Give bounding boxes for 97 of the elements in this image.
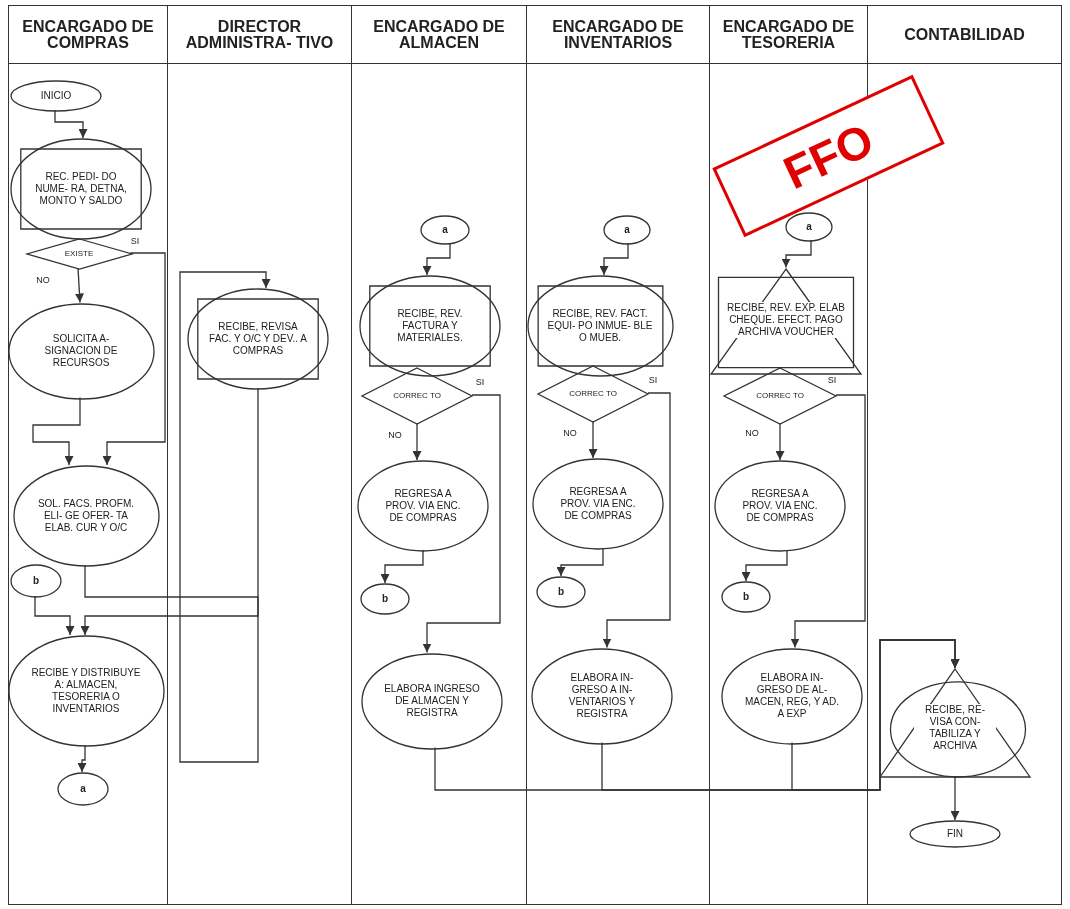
connector-arrow xyxy=(380,549,424,584)
connector-arrow xyxy=(791,639,960,791)
swimlane xyxy=(8,5,168,905)
connector-circle xyxy=(786,213,832,241)
connector-arrow xyxy=(84,271,271,763)
edge-label: NO xyxy=(387,430,403,440)
lane-title: ENCARGADO DE ALMACEN xyxy=(372,18,506,51)
connector-arrow xyxy=(599,242,629,276)
connector-arrow xyxy=(54,109,88,139)
edge-label: SI xyxy=(826,375,838,385)
swimlane xyxy=(527,5,710,905)
node-text: RECIBE, REV. FACT. EQUI- PO INMUE- BLE O MUEB. xyxy=(547,308,653,344)
connector-arrow xyxy=(77,744,87,773)
edge-label: SI xyxy=(647,375,659,385)
node-text: REGRESA A PROV. VIA ENC. DE COMPRAS xyxy=(741,488,819,524)
connector-arrow xyxy=(422,394,501,654)
process-ellipse xyxy=(13,466,159,566)
node-text: b xyxy=(381,593,389,605)
decision-diamond xyxy=(538,366,648,422)
lane-title: DIRECTOR ADMINISTRA- TIVO xyxy=(184,18,335,51)
node-text: INICIO xyxy=(40,90,72,102)
process-ellipse xyxy=(533,459,663,549)
connector-arrow xyxy=(781,239,812,269)
connector-circle xyxy=(11,565,61,597)
connector-arrow xyxy=(790,394,866,649)
node-text: a xyxy=(80,783,86,795)
edge-label: SI xyxy=(474,377,486,387)
connector-circle xyxy=(58,773,108,805)
lane-title: ENCARGADO DE COMPRAS xyxy=(21,18,155,51)
node-text: CORREC TO xyxy=(393,391,441,401)
node-text: REGRESA A PROV. VIA ENC. DE COMPRAS xyxy=(559,486,637,522)
connector-arrow xyxy=(602,392,671,649)
node-text: FIN xyxy=(946,828,964,840)
node-text: ELABORA IN- GRESO DE AL- MACEN, REG, Y AD. A EXP xyxy=(744,672,840,720)
edge-label: NO xyxy=(562,428,578,438)
node-text: SOLICITA A- SIGNACION DE RECURSOS xyxy=(43,333,119,369)
node-text: b xyxy=(32,575,40,587)
connector-arrow xyxy=(422,242,451,276)
node-text: CORREC TO xyxy=(756,391,804,401)
node-text: REGRESA A PROV. VIA ENC. DE COMPRAS xyxy=(384,488,462,524)
connector-circle xyxy=(722,582,770,612)
node-text: CORREC TO xyxy=(569,389,617,399)
node-text: RECIBE, RE- VISA CON- TABILIZA Y ARCHIVA xyxy=(914,704,996,752)
connector-circle xyxy=(361,584,409,614)
decision-diamond xyxy=(724,368,836,424)
connector-arrow xyxy=(741,549,788,582)
node-text: b xyxy=(742,591,750,603)
connector-circle xyxy=(537,577,585,607)
connector-arrow xyxy=(775,422,785,461)
connector-arrow xyxy=(588,420,598,459)
node-text: RECIBE Y DISTRIBUYE A: ALMACEN, TESORERIA O INVENTARIOS xyxy=(30,667,142,715)
process-ellipse xyxy=(532,648,672,744)
process-ellipse xyxy=(722,648,862,744)
process-circle-box xyxy=(527,276,673,376)
lane-title: ENCARGADO DE TESORERIA xyxy=(721,18,856,51)
connector-arrow xyxy=(34,595,75,636)
node-text: RECIBE, REV. FACTURA Y MATERIALES. xyxy=(396,308,464,344)
node-text: EXISTE xyxy=(64,249,94,259)
connector-arrow xyxy=(75,267,84,304)
process-circle-box xyxy=(11,139,151,239)
process-circle-box xyxy=(360,276,500,376)
process-ellipse xyxy=(715,461,845,551)
node-text: a xyxy=(624,224,630,236)
node-text: RECIBE, REV. EXP. ELAB CHEQUE. EFECT. PAGO ARCHIVA VOUCHER xyxy=(725,302,847,338)
swimlane xyxy=(168,5,352,905)
node-text: a xyxy=(806,221,812,233)
process-circle-box xyxy=(188,289,328,389)
connector-arrow xyxy=(102,252,166,466)
swimlane xyxy=(352,5,527,905)
node-text: RECIBE, REVISA FAC. Y O/C Y DEV.. A COMPRAS xyxy=(208,321,308,357)
node-text: a xyxy=(442,224,448,236)
connector-arrow xyxy=(556,547,604,577)
process-ellipse xyxy=(362,653,502,749)
terminal-oval xyxy=(11,81,101,111)
node-text: ELABORA INGRESO DE ALMACEN Y REGISTRA xyxy=(384,683,480,719)
process-ellipse xyxy=(8,636,164,746)
decision-diamond xyxy=(26,239,132,269)
connector-arrow xyxy=(32,396,81,466)
connector-circle xyxy=(604,216,650,244)
lane-title: ENCARGADO DE INVENTARIOS xyxy=(551,18,685,51)
edge-label: SI xyxy=(129,236,141,246)
connector-arrow xyxy=(950,775,960,821)
process-ellipse xyxy=(8,303,154,399)
process-triangle-box xyxy=(711,268,861,374)
connector-arrow xyxy=(80,387,259,636)
node-text: SOL. FACS. PROFM. ELI- GE OFER- TA ELAB. CUR Y O/C xyxy=(36,498,136,534)
connector-circle xyxy=(421,216,469,244)
process-ellipse xyxy=(358,461,488,551)
decision-diamond xyxy=(362,368,472,424)
lane-title: CONTABILIDAD xyxy=(904,26,1025,43)
node-text: REC. PEDI- DO NUME- RA, DETNA, MONTO Y SALDO xyxy=(34,171,128,207)
edge-label: NO xyxy=(35,275,51,285)
node-text: ELABORA IN- GRESO A IN- VENTARIOS Y REGISTRA xyxy=(567,672,637,720)
node-text: b xyxy=(557,586,565,598)
connector-arrow xyxy=(412,422,422,461)
terminal-oval xyxy=(910,821,1000,847)
edge-label: NO xyxy=(744,428,760,438)
